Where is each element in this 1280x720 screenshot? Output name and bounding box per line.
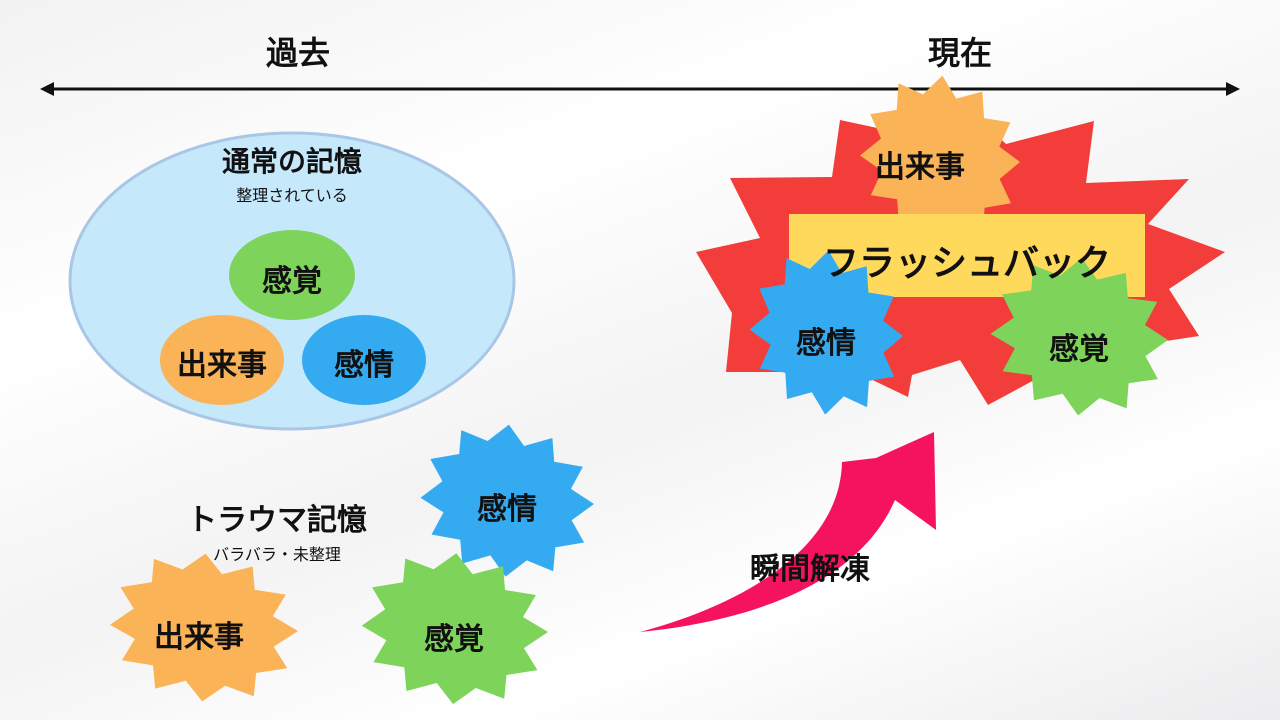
normal-event-bubble	[160, 315, 284, 405]
normal-memory-title: 通常の記憶	[221, 145, 362, 178]
trauma-sensation-burst	[361, 553, 548, 705]
normal-emotion-bubble	[302, 315, 426, 405]
trauma-emotion-burst	[420, 424, 594, 577]
flashback-label: フラッシュバック	[822, 243, 1111, 284]
trauma-memory-subtitle: バラバラ・未整理	[213, 545, 341, 564]
trauma-memory-title: トラウマ記憶	[187, 503, 367, 538]
normal-sensation-bubble	[229, 230, 355, 320]
normal-event-label: 出来事	[177, 348, 267, 383]
flashback-event-label: 出来事	[875, 150, 965, 185]
normal-memory-subtitle: 整理されている	[236, 186, 348, 205]
flashback-sensation-label: 感覚	[1049, 332, 1109, 367]
timeline-right-arrowhead	[1226, 82, 1240, 96]
timeline-axis	[40, 82, 1240, 96]
instant-thaw-label: 瞬間解凍	[750, 552, 870, 587]
instant-thaw-arrow	[640, 432, 936, 632]
timeline-present-label: 現在	[927, 34, 992, 72]
normal-sensation-label: 感覚	[262, 264, 322, 299]
flashback-emotion-burst	[749, 250, 903, 415]
normal-emotion-label: 感情	[334, 348, 394, 383]
flashback-emotion-label: 感情	[796, 326, 856, 361]
timeline-past-label: 過去	[265, 34, 330, 72]
trauma-sensation-label: 感覚	[424, 622, 484, 657]
trauma-event-label: 出来事	[154, 620, 244, 655]
trauma-emotion-label: 感情	[477, 492, 537, 527]
flashback-sensation-burst	[990, 257, 1168, 416]
trauma-event-burst	[110, 553, 298, 702]
flashback-event-burst	[860, 75, 1020, 242]
timeline-left-arrowhead	[40, 82, 54, 96]
